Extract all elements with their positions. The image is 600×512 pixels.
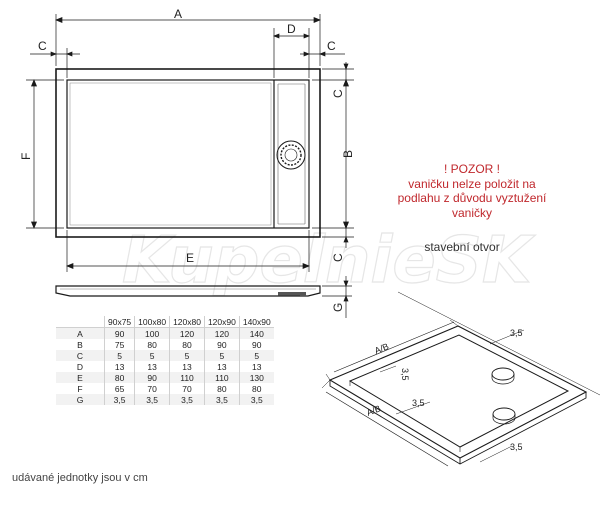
table-cell: 70	[134, 383, 171, 394]
table-cell: 80	[204, 383, 240, 394]
table-header-cell: 120x90	[204, 316, 240, 328]
table-row: G 3,5 3,5 3,5 3,5 3,5	[56, 394, 274, 405]
dimension-f	[26, 79, 64, 229]
dimension-d	[273, 28, 310, 78]
dimension-c-top-right	[300, 51, 345, 57]
table-cell: 13	[169, 361, 205, 372]
table-header-cell: 100x80	[134, 316, 171, 328]
table-cell: 3,5	[134, 394, 171, 405]
label-d: D	[287, 22, 296, 36]
table-cell: A	[56, 327, 105, 339]
table-cell: 13	[252, 361, 262, 372]
table-header-cell	[56, 316, 105, 328]
table-cell: 110	[169, 372, 205, 383]
label-g: G	[331, 303, 345, 312]
table-cell: 90	[204, 339, 240, 350]
table-row: E 80 90 110 110 130	[56, 372, 274, 383]
dimension-b	[312, 62, 354, 248]
table-row: F 65 70 70 80 80	[56, 383, 274, 394]
table-cell: E	[56, 372, 105, 383]
table-cell: 120	[169, 327, 205, 339]
tray-top-view	[55, 68, 321, 238]
label-a: A	[174, 7, 182, 21]
table-cell: 90	[134, 372, 171, 383]
table-cell: 110	[204, 372, 240, 383]
table-cell: 13	[104, 361, 136, 372]
table-cell: 3,5	[104, 394, 136, 405]
table-cell: 75	[104, 339, 136, 350]
tray-side-view	[55, 285, 321, 297]
table-cell: 70	[169, 383, 205, 394]
table-cell: 80	[134, 339, 171, 350]
label-35-1: 3,5	[510, 328, 523, 338]
dimension-c-top-left	[30, 48, 80, 78]
table-row: B 75 80 80 90 90	[56, 339, 274, 350]
table-header-cell: 120x80	[169, 316, 205, 328]
table-row: C 5 5 5 5 5	[56, 350, 274, 361]
table-header-cell: 140x90	[239, 316, 274, 328]
dimension-table: 90x75 100x80 120x80 120x90 140x90 A 90 1…	[56, 316, 274, 405]
watermark: KupelnieSK	[122, 224, 536, 298]
table-cell: 140	[239, 327, 274, 339]
table-cell: 65	[104, 383, 136, 394]
table-cell: 13	[134, 361, 171, 372]
table-cell: 13	[204, 361, 240, 372]
warning-line: vaničky	[451, 205, 492, 220]
label-35-4: 3,5	[510, 442, 523, 452]
table-cell: 5	[104, 350, 136, 361]
warning-note: ! POZOR ! vaničku nelze položit na podla…	[372, 162, 572, 220]
table-cell: 80	[252, 383, 262, 394]
units-note: udávané jednotky jsou v cm	[12, 472, 148, 484]
table-cell: D	[56, 361, 105, 372]
table-cell: 120	[204, 327, 240, 339]
table-cell: 90	[252, 339, 262, 350]
table-cell: 5	[204, 350, 240, 361]
table-row: A 90 100 120 120 140	[56, 327, 274, 339]
label-b: B	[341, 150, 355, 158]
table-header-cell: 90x75	[104, 316, 136, 328]
dimension-a	[55, 14, 321, 66]
table-cell: F	[56, 383, 105, 394]
table-cell: 130	[239, 372, 274, 383]
dimension-g	[322, 276, 352, 318]
table-cell: 100	[134, 327, 171, 339]
label-e: E	[186, 251, 194, 265]
warning-line: vaničku nelze položit na	[408, 176, 536, 191]
table-cell: 80	[169, 339, 205, 350]
floor-opening-iso	[321, 291, 600, 467]
opening-label: stavební otvor	[424, 240, 500, 254]
label-35-3: 3,5	[412, 398, 425, 408]
table-cell: 5	[169, 350, 205, 361]
label-35-2: 3,5	[400, 368, 410, 381]
label-c-top-left: C	[38, 39, 47, 53]
drain-icon	[276, 140, 306, 170]
table-cell: B	[56, 339, 105, 350]
table-cell: C	[56, 350, 105, 361]
dimension-e	[66, 230, 310, 272]
table-cell: 80	[104, 372, 136, 383]
table-cell: 3,5	[239, 394, 274, 405]
table-cell: 5	[239, 350, 274, 361]
table-cell: G	[56, 394, 105, 405]
label-c-top-right: C	[327, 39, 336, 53]
table-row: D 13 13 13 13 13	[56, 361, 274, 372]
table-cell: 90	[104, 327, 136, 339]
table-header-row: 90x75 100x80 120x80 120x90 140x90	[56, 316, 274, 328]
label-f: F	[19, 153, 33, 160]
label-c-right-bottom: C	[331, 253, 345, 262]
warning-line: ! POZOR !	[443, 162, 500, 176]
label-c-right-top: C	[331, 89, 345, 98]
warning-line: podlahu z důvodu vyztužení	[397, 191, 547, 205]
table-cell: 3,5	[204, 394, 240, 405]
table-cell: 3,5	[169, 394, 205, 405]
table-cell: 5	[134, 350, 171, 361]
label-ab-top: A/B	[373, 341, 390, 356]
